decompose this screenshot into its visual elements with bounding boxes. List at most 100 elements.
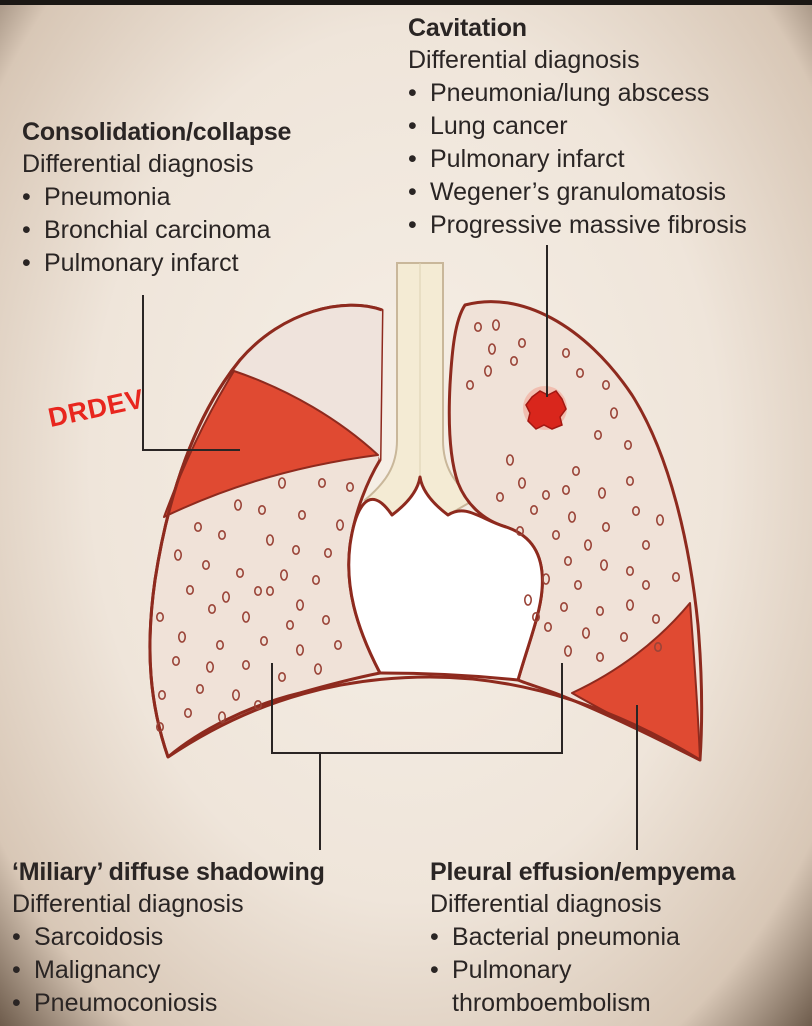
nodule <box>495 491 504 502</box>
list-item: •Lung cancer <box>408 112 568 140</box>
nodule <box>317 477 326 488</box>
nodule <box>174 549 183 561</box>
nodule <box>285 619 294 630</box>
nodule <box>529 504 538 515</box>
nodule <box>265 585 274 596</box>
diagram-frame: DRDEV Cavitation Differential diagnosis … <box>0 5 812 1026</box>
nodule <box>295 599 304 611</box>
consolidation-block: Consolidation/collapse Differential diag… <box>22 117 291 280</box>
nodule <box>345 481 354 492</box>
nodule <box>593 429 602 440</box>
cavitation-block: Cavitation Differential diagnosis •Pneum… <box>408 13 747 242</box>
list-item: •Bacterial pneumonia <box>430 923 680 951</box>
nodule <box>236 567 245 578</box>
nodule <box>625 599 634 611</box>
nodule <box>172 655 181 666</box>
pleural-list: •Bacterial pneumonia •Pulmonary thromboe… <box>430 921 735 1020</box>
lung-diagram <box>142 245 704 850</box>
nodule <box>575 367 584 378</box>
nodule <box>254 585 263 596</box>
nodule <box>571 465 580 476</box>
nodule <box>465 379 474 390</box>
nodule <box>641 579 650 590</box>
nodule <box>619 631 628 642</box>
nodule <box>311 574 320 585</box>
nodule <box>509 355 518 366</box>
list-item: •Bronchial carcinoma <box>22 216 271 244</box>
pleural-subtitle: Differential diagnosis <box>430 890 662 918</box>
diaphragm <box>167 675 701 762</box>
nodule <box>655 514 664 526</box>
heart <box>347 475 544 682</box>
nodule <box>625 565 634 576</box>
nodule <box>259 635 268 646</box>
nodule <box>573 579 582 590</box>
nodule <box>515 525 524 536</box>
nodule <box>561 347 570 358</box>
list-item: •Sarcoidosis <box>12 923 164 951</box>
list-item: •Pulmonary <box>430 956 572 984</box>
nodule <box>517 337 526 348</box>
miliary-title: ‘Miliary’ diffuse shadowing <box>12 858 325 886</box>
nodule <box>265 534 274 546</box>
nodule <box>254 699 263 710</box>
nodule <box>291 544 300 555</box>
consolidation-lesion <box>163 370 379 518</box>
nodule <box>559 601 568 612</box>
nodule <box>567 511 576 523</box>
nodule <box>487 343 496 355</box>
nodule <box>321 614 330 625</box>
miliary-subtitle: Differential diagnosis <box>12 890 244 918</box>
nodule <box>653 641 662 652</box>
list-item: •Malignancy <box>12 956 161 984</box>
nodule <box>651 613 660 624</box>
nodule <box>561 484 570 495</box>
nodule <box>601 521 610 532</box>
pleural-block: Pleural effusion/empyema Differential di… <box>430 857 735 1020</box>
pleural-effusion <box>571 602 701 761</box>
list-item: •Progressive massive fibrosis <box>408 211 747 239</box>
nodule <box>206 661 215 673</box>
nodule <box>625 475 634 486</box>
nodule <box>158 689 167 700</box>
leader-miliary <box>271 663 563 754</box>
cavitation-title: Cavitation <box>408 14 527 42</box>
miliary-nodules <box>156 319 680 732</box>
nodule <box>609 407 618 419</box>
leader-lines <box>142 245 638 850</box>
nodule <box>222 591 231 603</box>
nodule <box>599 559 608 571</box>
nodule <box>186 584 195 595</box>
list-item: •Pneumonia <box>22 183 171 211</box>
nodule <box>242 659 251 670</box>
nodule <box>194 521 203 532</box>
nodule <box>257 504 266 515</box>
nodule <box>156 611 165 622</box>
nodule <box>295 644 304 656</box>
cavity-lesion <box>523 386 567 430</box>
nodule <box>641 539 650 550</box>
list-item: •Wegener’s granulomatosis <box>408 178 726 206</box>
cavitation-subtitle: Differential diagnosis <box>408 46 640 74</box>
nodule <box>208 603 217 614</box>
nodule <box>531 611 540 622</box>
nodule <box>242 611 251 623</box>
pleural-title: Pleural effusion/empyema <box>430 858 736 886</box>
nodule <box>623 439 632 450</box>
nodule <box>313 663 322 675</box>
list-item: •Pneumoconiosis <box>12 989 218 1017</box>
nodule <box>473 321 482 332</box>
list-item: thromboembolism <box>452 989 651 1017</box>
nodule <box>505 454 514 466</box>
nodule <box>216 639 225 650</box>
miliary-list: •Sarcoidosis •Malignancy •Pneumoconiosis <box>12 921 325 1020</box>
nodule <box>335 519 344 531</box>
nodule <box>184 707 193 718</box>
nodule <box>178 631 187 643</box>
nodule <box>541 573 550 585</box>
nodule <box>234 499 243 511</box>
nodule <box>196 683 205 694</box>
nodule <box>323 547 332 558</box>
nodule <box>297 509 306 520</box>
nodule <box>595 605 604 616</box>
